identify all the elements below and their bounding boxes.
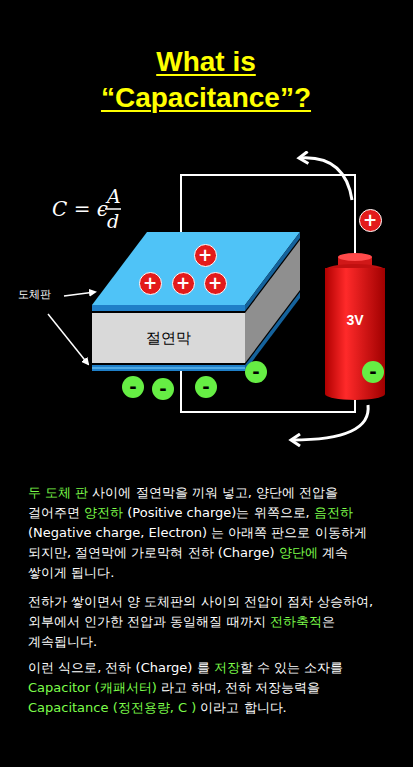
positive-charge: + bbox=[139, 272, 162, 295]
charge-sign: + bbox=[176, 275, 190, 292]
flow-arrow bbox=[292, 405, 368, 440]
positive-charge: + bbox=[204, 272, 227, 295]
body-text: 두 도체 판 사이에 절연막을 끼워 넣고, 양단에 전압을 걸어주면 양전하 … bbox=[28, 483, 390, 583]
top-plate bbox=[245, 232, 300, 311]
leader-arrow bbox=[48, 314, 88, 364]
flow-arrow bbox=[300, 158, 352, 200]
charge-sign: - bbox=[159, 380, 166, 398]
bottom-plate bbox=[92, 368, 245, 369]
charge-sign: + bbox=[143, 275, 157, 292]
insulator-label: 절연막 bbox=[146, 329, 191, 348]
highlight: C bbox=[178, 700, 187, 715]
highlight: Capacitor bbox=[28, 680, 90, 695]
highlight: 저장 bbox=[214, 660, 240, 675]
body-text: 이런 식으로, 전하 (Charge) 를 저장할 수 있는 소자를 Capac… bbox=[28, 658, 390, 718]
positive-charge: + bbox=[194, 244, 217, 267]
highlight: (정전용량, bbox=[113, 700, 174, 715]
bottom-plate bbox=[245, 292, 300, 371]
body-text: 전하가 쌓이면서 양 도체판의 사이의 전압이 점차 상승하여, 외부에서 인가… bbox=[28, 592, 390, 652]
charge-sign: - bbox=[252, 363, 259, 381]
highlight: 음전하 bbox=[314, 505, 353, 520]
positive-charge: + bbox=[359, 209, 382, 232]
leader-arrow bbox=[64, 292, 95, 296]
highlight: 두 bbox=[28, 485, 41, 500]
negative-charge: - bbox=[195, 376, 217, 398]
charge-sign: + bbox=[198, 247, 212, 264]
formula: A bbox=[107, 185, 121, 207]
formula: C = ϵ bbox=[52, 197, 108, 221]
part-label: 도체판 bbox=[18, 287, 51, 302]
highlight: 양전하 bbox=[84, 505, 123, 520]
highlight: ) bbox=[191, 700, 196, 715]
negative-charge: - bbox=[245, 361, 267, 383]
highlight: 전하축적 bbox=[270, 614, 322, 629]
charge-sign: - bbox=[369, 363, 376, 381]
highlight: 양단에 bbox=[279, 545, 318, 560]
highlight: 도체 bbox=[45, 485, 71, 500]
positive-charge: + bbox=[172, 272, 195, 295]
title: What is “Capacitance”? bbox=[76, 44, 336, 116]
charge-sign: + bbox=[363, 212, 377, 229]
formula: d bbox=[107, 210, 119, 232]
charge-sign: + bbox=[208, 275, 222, 292]
highlight: 판 bbox=[75, 485, 88, 500]
battery-cap bbox=[338, 253, 372, 261]
negative-charge: - bbox=[122, 376, 144, 398]
insulator-box: 절연막 bbox=[92, 313, 245, 363]
negative-charge: - bbox=[362, 361, 384, 383]
top-plate bbox=[92, 232, 300, 305]
top-plate bbox=[92, 305, 245, 311]
charge-sign: - bbox=[129, 378, 136, 396]
highlight: (캐패서터) bbox=[95, 680, 157, 695]
bottom-plate bbox=[92, 365, 245, 371]
negative-charge: - bbox=[152, 378, 174, 400]
highlight: Capacitance bbox=[28, 700, 108, 715]
charge-sign: - bbox=[202, 378, 209, 396]
voltage-label: 3V bbox=[346, 312, 363, 328]
